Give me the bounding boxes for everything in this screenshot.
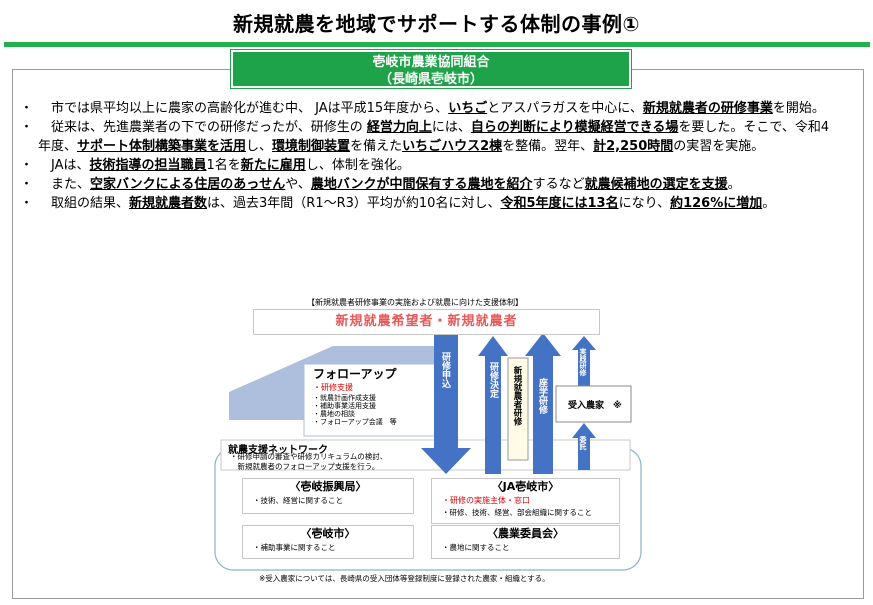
- trainee-label: 新規就農者研修: [512, 366, 522, 426]
- bullet-emphasis: 経営力向上: [366, 120, 432, 135]
- bullet-text: を要した。そこで、令和4年度、: [38, 120, 830, 154]
- network-title: 就農支援ネットワーク: [228, 445, 328, 456]
- arrow-practice-label: 実践研修: [579, 348, 587, 376]
- arrow-apply: [421, 333, 471, 474]
- bullet-mark: ・: [20, 196, 34, 211]
- bullet-list: ・ 市では県平均以上に農家の高齢化が進む中、 JAは平成15年度から、いちごとア…: [20, 99, 842, 213]
- bullet-emphasis: 環境制御装置: [272, 139, 351, 154]
- bullet-item: ・ 取組の結果、新規就農者数は、過去3年間（R1～R3）平均が約10名に対し、令…: [20, 194, 842, 213]
- bullet-text: や、: [285, 177, 311, 192]
- arrow-trust: [572, 423, 596, 470]
- org-cell-name: 〈壱岐振興局〉: [289, 480, 367, 493]
- org-cell-ja: 〈JA壱岐市〉 ・研修の実施主体・窓口 ・研修、技術、経営、部会組織に関すること: [431, 478, 620, 524]
- bullet-text: は、過去3年間（R1～R3）平均が約10名に対し、: [207, 196, 501, 211]
- page-title: 新規就農を地域でサポートする体制の事例①: [233, 12, 640, 36]
- org-cell-name: 〈JA壱岐市〉: [491, 480, 560, 493]
- org-cell-city: 〈壱岐市〉 ・補助事業に関すること: [242, 525, 414, 559]
- org-cell-line: ・農地に関すること: [442, 543, 510, 552]
- bullet-emphasis: 新規就農者数: [129, 196, 208, 211]
- bullet-text: JAは、: [38, 158, 90, 173]
- bullet-mark: ・: [20, 101, 34, 116]
- org-box: 壱岐市農業協同組合 （長崎県壱岐市）: [230, 49, 632, 89]
- bullet-text: し、: [246, 139, 273, 154]
- org-cell-name: 〈農業委員会〉: [487, 527, 564, 540]
- network-desc: ・研修申請の審査や研修カリキュラムの検討、 新規就農者のフォローアップ支援を行う…: [230, 452, 387, 472]
- org-cell-red: ・研修の実施主体・窓口: [442, 496, 530, 505]
- org-name: 壱岐市農業協同組合: [372, 55, 490, 70]
- bullet-item: ・ 従来は、先進農業者の下での研修だったが、研修生の 経営力向上には、自らの判断…: [20, 118, 842, 156]
- arrow-apply-label: 研修申込: [440, 352, 450, 388]
- bullet-text: 取組の結果、: [38, 196, 130, 211]
- arrow-practice: [572, 336, 596, 386]
- diagram-caption: 【新規就農者研修事業の実施および就農に向けた支援体制】: [307, 298, 523, 307]
- arrow-decide-label: 研修決定: [488, 362, 498, 398]
- title-rule: [4, 42, 870, 47]
- bullet-emphasis: 新規就農者の研修事業: [642, 101, 773, 116]
- bullet-emphasis: 計2,250時間: [593, 139, 674, 154]
- bullet-text: を備えた: [350, 139, 403, 154]
- bullet-item: ・ また、空家バンクによる住居のあっせんや、農地バンクが中間保有する農地を紹介す…: [20, 175, 842, 194]
- bullet-emphasis: いちご: [448, 101, 488, 116]
- org-cell-shinkokyoku: 〈壱岐振興局〉 ・技術、経営に関すること: [242, 478, 414, 514]
- follow-item: ・フォローアップ会議 等: [313, 418, 397, 426]
- bullet-emphasis: いちごハウス2棟: [402, 139, 503, 154]
- bullet-text: 。: [762, 196, 776, 211]
- follow-item: ・補助事業活用支援: [313, 402, 376, 410]
- bullet-item: ・ 市では県平均以上に農家の高齢化が進む中、 JAは平成15年度から、いちごとア…: [20, 99, 842, 118]
- bullet-mark: ・: [20, 120, 34, 135]
- bullet-text: 1名を: [206, 158, 241, 173]
- bullet-text: また、: [38, 177, 91, 192]
- bullet-text: を整備。翌年、: [502, 139, 594, 154]
- footnote: ※受入農家については、長崎県の受入団体等登録制度に登録された農家・組織とする。: [259, 574, 550, 583]
- network-box: [220, 439, 631, 471]
- host-box: [555, 385, 632, 423]
- org-cell-line: ・補助事業に関すること: [253, 543, 336, 552]
- follow-title: フォローアップ: [313, 367, 397, 381]
- network-desc-line: ・研修申請の審査や研修カリキュラムの検討、: [230, 452, 388, 461]
- bullet-emphasis: 令和5年度には13名: [500, 196, 619, 211]
- bullet-text: になり、: [618, 196, 671, 211]
- org-cell-name: 〈壱岐市〉: [300, 527, 356, 540]
- org-cell-line: ・技術、経営に関すること: [253, 496, 343, 505]
- bullet-emphasis: サポート体制構築事業を活用: [77, 139, 247, 154]
- host-label: 受入農家 ※: [568, 401, 622, 411]
- bullet-emphasis: 技術指導の担当職員: [89, 158, 207, 173]
- bullet-emphasis: 農地バンクが中間保有する農地を紹介: [310, 177, 533, 192]
- org-sub: （長崎県壱岐市）: [378, 72, 483, 87]
- bullet-text: 市では県平均以上に農家の高齢化が進む中、 JAは平成15年度から、: [38, 101, 449, 116]
- bullet-text: 。: [727, 177, 741, 192]
- bullet-text: 従来は、先進農業者の下での研修だったが、研修生の: [38, 120, 367, 135]
- arrow-decide: [478, 336, 508, 474]
- org-cell-line: ・研修、技術、経営、部会組織に関すること: [442, 508, 592, 517]
- follow-list: ・研修支援 ・就農計画作成支援 ・補助事業活用支援 ・農地の相談 ・フォローアッ…: [313, 382, 397, 428]
- network-desc-line: 新規就農者のフォローアップ支援を行う。: [230, 462, 380, 471]
- bullet-emphasis: 約126%に増加: [670, 196, 763, 211]
- follow-item: ・農地の相談: [313, 410, 355, 418]
- bullet-emphasis: 空家バンクによる住居のあっせん: [90, 177, 286, 192]
- bullet-item: ・ JAは、技術指導の担当職員1名を新たに雇用し、体制を強化。: [20, 156, 842, 175]
- bullet-text: の実習を実施。: [673, 139, 765, 154]
- bullet-text: には、: [431, 120, 471, 135]
- follow-box: [303, 363, 441, 437]
- bullet-mark: ・: [20, 177, 34, 192]
- bullet-text: とアスパラガスを中心に、: [487, 101, 643, 116]
- arrow-seminar-label: 座学研修: [537, 378, 547, 414]
- bullet-emphasis: 自らの判断により模擬経営できる場: [470, 120, 679, 135]
- follow-item: ・研修支援: [313, 383, 353, 392]
- bullet-emphasis: 新たに雇用: [240, 158, 306, 173]
- bullet-text: するなど: [532, 177, 585, 192]
- bullet-emphasis: 就農候補地の選定を支援: [584, 177, 728, 192]
- top-label: 新規就農希望者・新規就農者: [253, 309, 600, 335]
- bullet-text: し、体制を強化。: [305, 158, 410, 173]
- follow-item: ・就農計画作成支援: [313, 394, 376, 402]
- arrow-trust-label: 委託: [579, 436, 587, 450]
- trainee-box: [507, 357, 529, 461]
- bullet-mark: ・: [20, 158, 34, 173]
- org-cell-committee: 〈農業委員会〉 ・農地に関すること: [431, 525, 620, 559]
- arrow-seminar: [525, 333, 561, 474]
- bullet-text: を開始。: [772, 101, 825, 116]
